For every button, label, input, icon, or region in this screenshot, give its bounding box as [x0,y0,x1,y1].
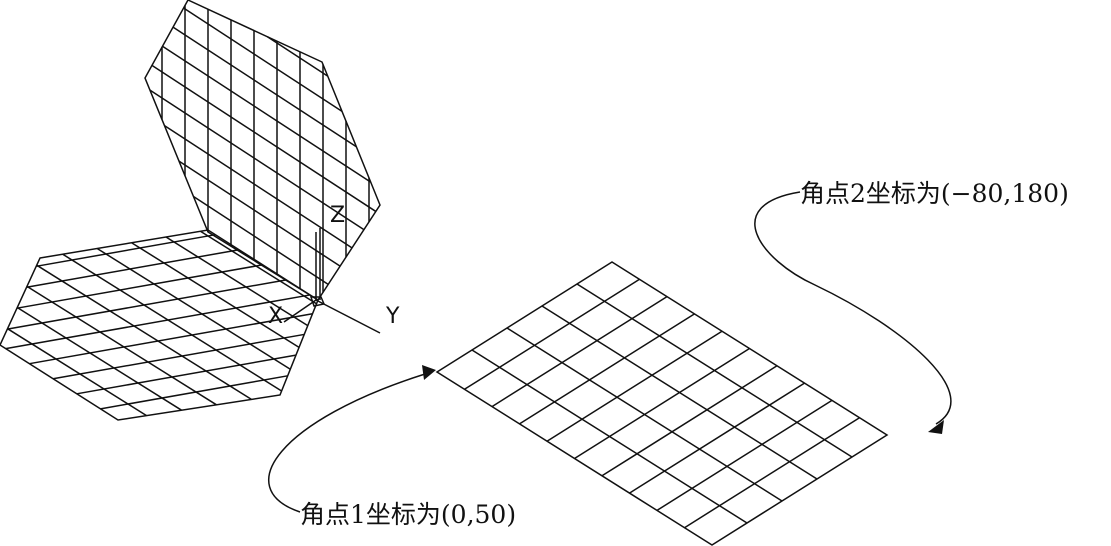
floor-grid-line [131,242,300,349]
floor-grid-line [76,354,297,395]
floor-grid-line [5,294,311,350]
ucs-axis-icon [283,228,381,334]
ucs-origin-box [309,296,326,307]
z-axis-label: Z [330,203,346,228]
floor-grid-line [100,375,288,410]
floor-grid-line [165,236,309,327]
floor-grid-line [29,312,313,365]
wall-outline [144,0,381,302]
corner1-coordinate-label: 角点1坐标为(0,50) [300,500,517,529]
floor-grid-line [26,285,217,406]
floor-grid-line [7,328,147,417]
x-axis-line [283,299,317,323]
sheet-grid-line [464,278,640,390]
sheet-grid-line [546,330,723,442]
corner2-coordinate-label: 角点2坐标为(−80,180) [800,179,1069,208]
floor-mesh [0,229,319,421]
wall-grid-line [164,124,353,249]
wall-grid-line [178,160,341,267]
floor-grid-line [52,333,305,380]
sheet-grid-line [656,399,833,512]
floor-grid-line [200,230,317,305]
arrowhead-corner1 [422,365,436,380]
sheet-grid-line [684,417,860,529]
floor-grid-line [36,233,216,268]
arrowhead-corner2 [928,420,944,434]
x-axis-label: X [268,304,284,329]
sheet-grid-line [491,295,668,408]
floor-grid-line [36,264,252,401]
floor-grid-line [7,279,287,330]
y-axis-label: Y [386,304,400,329]
wall-grid-line [193,195,329,286]
wall-mesh [144,0,381,302]
y-axis-line [315,299,381,334]
sheet-grid-line [601,365,778,477]
sheet-outline [435,261,889,546]
floor-grid-line [96,247,291,370]
rectangular-mesh-sheet [435,261,889,546]
callout-arrow-corner2 [754,191,952,425]
floor-grid-line [16,306,182,411]
callout-arrow-corner1 [268,373,426,513]
sheet-grid-line [629,382,805,494]
sheet-grid-line [519,313,695,425]
wall-grid-line [183,7,343,113]
wall-grid-line [266,36,329,77]
wall-grid-line [151,64,377,213]
floor-grid-line [62,253,282,392]
sheet-grid-line [574,347,750,460]
wall-grid-line [149,89,365,231]
wall-grid-line [172,26,357,148]
wall-grid-line [162,45,372,183]
